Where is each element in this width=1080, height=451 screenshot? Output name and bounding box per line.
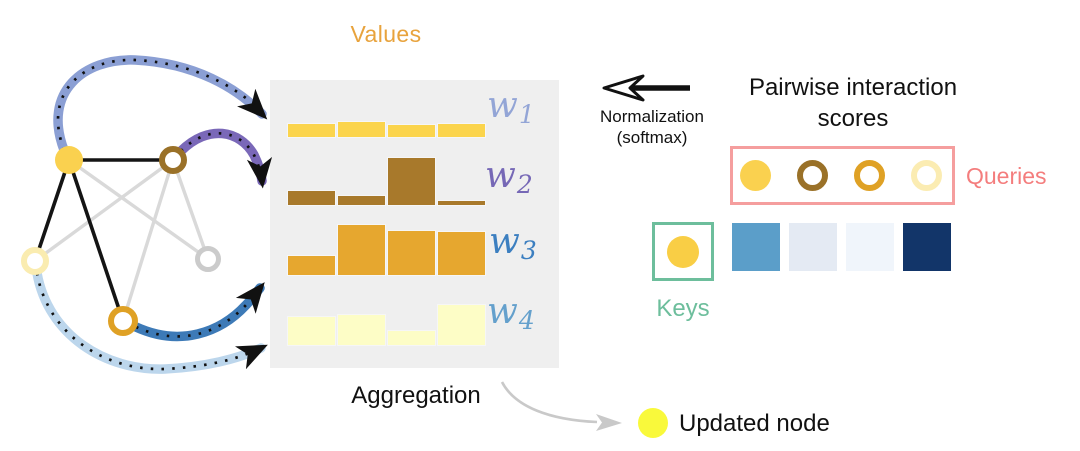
keys-label: Keys (656, 295, 710, 322)
w4-base: w (487, 291, 518, 332)
brown-ring-node (159, 146, 187, 174)
query-node-4 (911, 160, 942, 191)
w1-base: w (487, 85, 518, 126)
aggregation-arrow (500, 381, 622, 431)
normalization-line1: Normalization (600, 107, 704, 126)
value-bar-w2-4 (438, 201, 485, 205)
w3-base: w (489, 221, 520, 262)
score-squares (732, 223, 951, 271)
key-node (667, 235, 699, 268)
graph-edges-strong (33, 158, 175, 323)
normalization-label: Normalization (softmax) (584, 106, 720, 148)
queries-circles (740, 160, 942, 191)
updated-node-label: Updated node (679, 410, 830, 437)
pairwise-scores-title: Pairwise interaction scores (727, 72, 979, 134)
pairwise-line2: scores (817, 105, 889, 132)
query-node-3 (854, 160, 885, 191)
value-bar-w4-3 (388, 331, 435, 345)
value-bar-w2-1 (288, 191, 335, 205)
graph-edges-weak (33, 158, 210, 323)
queries-label: Queries (966, 163, 1047, 189)
value-bar-w1-2 (338, 122, 385, 137)
attention-arrow-w3 (131, 282, 265, 342)
values-title: Values (350, 21, 422, 47)
score-square-1 (732, 223, 780, 271)
queries-box (730, 146, 955, 205)
gray-ring-node (195, 246, 221, 272)
updated-node-icon (638, 408, 668, 438)
pale-ring-node (21, 247, 49, 275)
value-bar-w4-1 (288, 317, 335, 345)
score-square-4 (903, 223, 951, 271)
w1-sub: 1 (518, 100, 535, 129)
pairwise-line1: Pairwise interaction (748, 74, 958, 101)
value-bar-w4-2 (338, 315, 385, 345)
normalization-arrow (602, 74, 690, 102)
value-bar-w1-1 (288, 124, 335, 137)
query-node-1 (740, 160, 771, 191)
query-node-2 (797, 160, 828, 191)
attention-arrow-w4 (32, 268, 268, 374)
weight-label-w4: w4 (487, 291, 535, 335)
value-bar-w3-4 (438, 232, 485, 275)
weight-label-w2: w2 (485, 155, 533, 199)
keys-box (652, 222, 714, 281)
w2-base: w (485, 155, 516, 196)
value-bar-w1-4 (438, 124, 485, 137)
attention-arrow-w1 (53, 55, 268, 155)
value-bar-w2-2 (338, 196, 385, 205)
weight-label-w3: w3 (489, 221, 537, 265)
w2-sub: 2 (516, 170, 533, 199)
value-bar-w1-3 (388, 125, 435, 137)
orange-ring-node (108, 306, 138, 336)
weight-label-w1: w1 (487, 85, 535, 129)
w3-sub: 3 (520, 236, 537, 265)
score-square-3 (846, 223, 894, 271)
value-bar-w3-1 (288, 256, 335, 275)
value-bar-w4-4 (438, 305, 485, 345)
value-bar-w2-3 (388, 158, 435, 205)
aggregation-label: Aggregation (351, 382, 481, 409)
normalization-line2: (softmax) (616, 128, 688, 147)
value-bar-w3-2 (338, 225, 385, 275)
attention-arrow-w2 (176, 128, 273, 189)
w4-sub: 4 (518, 306, 535, 335)
score-square-2 (789, 223, 837, 271)
value-bar-w3-3 (388, 231, 435, 275)
center-node (55, 146, 83, 174)
